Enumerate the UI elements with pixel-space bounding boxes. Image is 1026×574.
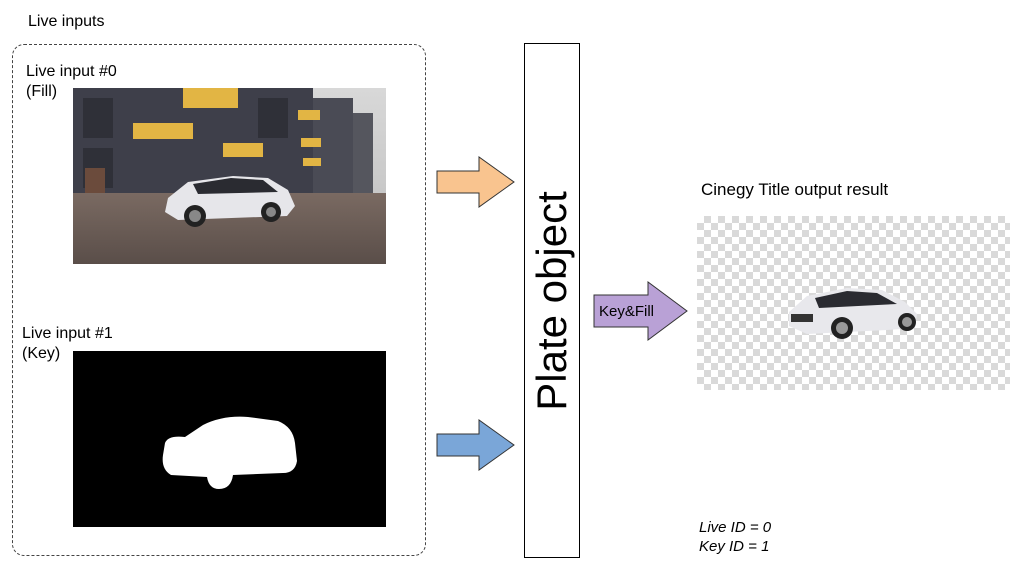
key-id-text: Key ID = 1 <box>699 538 770 555</box>
live-input-0-label: Live input #0 <box>26 63 117 80</box>
key-fill-arrow <box>593 281 688 341</box>
fill-arrow <box>436 156 515 208</box>
live-inputs-title: Live inputs <box>28 13 105 30</box>
key-input-image <box>73 351 386 527</box>
live-input-1-label: Live input #1 <box>22 325 113 342</box>
key-fill-label: Key&Fill <box>599 303 655 320</box>
output-result-canvas <box>697 216 1010 390</box>
live-id-text: Live ID = 0 <box>699 519 772 536</box>
plate-object-box: Plate object <box>524 43 580 558</box>
plate-object-label: Plate object <box>528 190 575 411</box>
live-inputs-group <box>12 44 426 556</box>
live-input-0-sublabel: (Fill) <box>26 83 58 100</box>
output-car-image <box>789 288 917 339</box>
live-input-1-sublabel: (Key) <box>22 345 61 362</box>
fill-input-image <box>73 88 386 264</box>
output-title: Cinegy Title output result <box>701 180 889 199</box>
key-arrow <box>436 419 515 471</box>
